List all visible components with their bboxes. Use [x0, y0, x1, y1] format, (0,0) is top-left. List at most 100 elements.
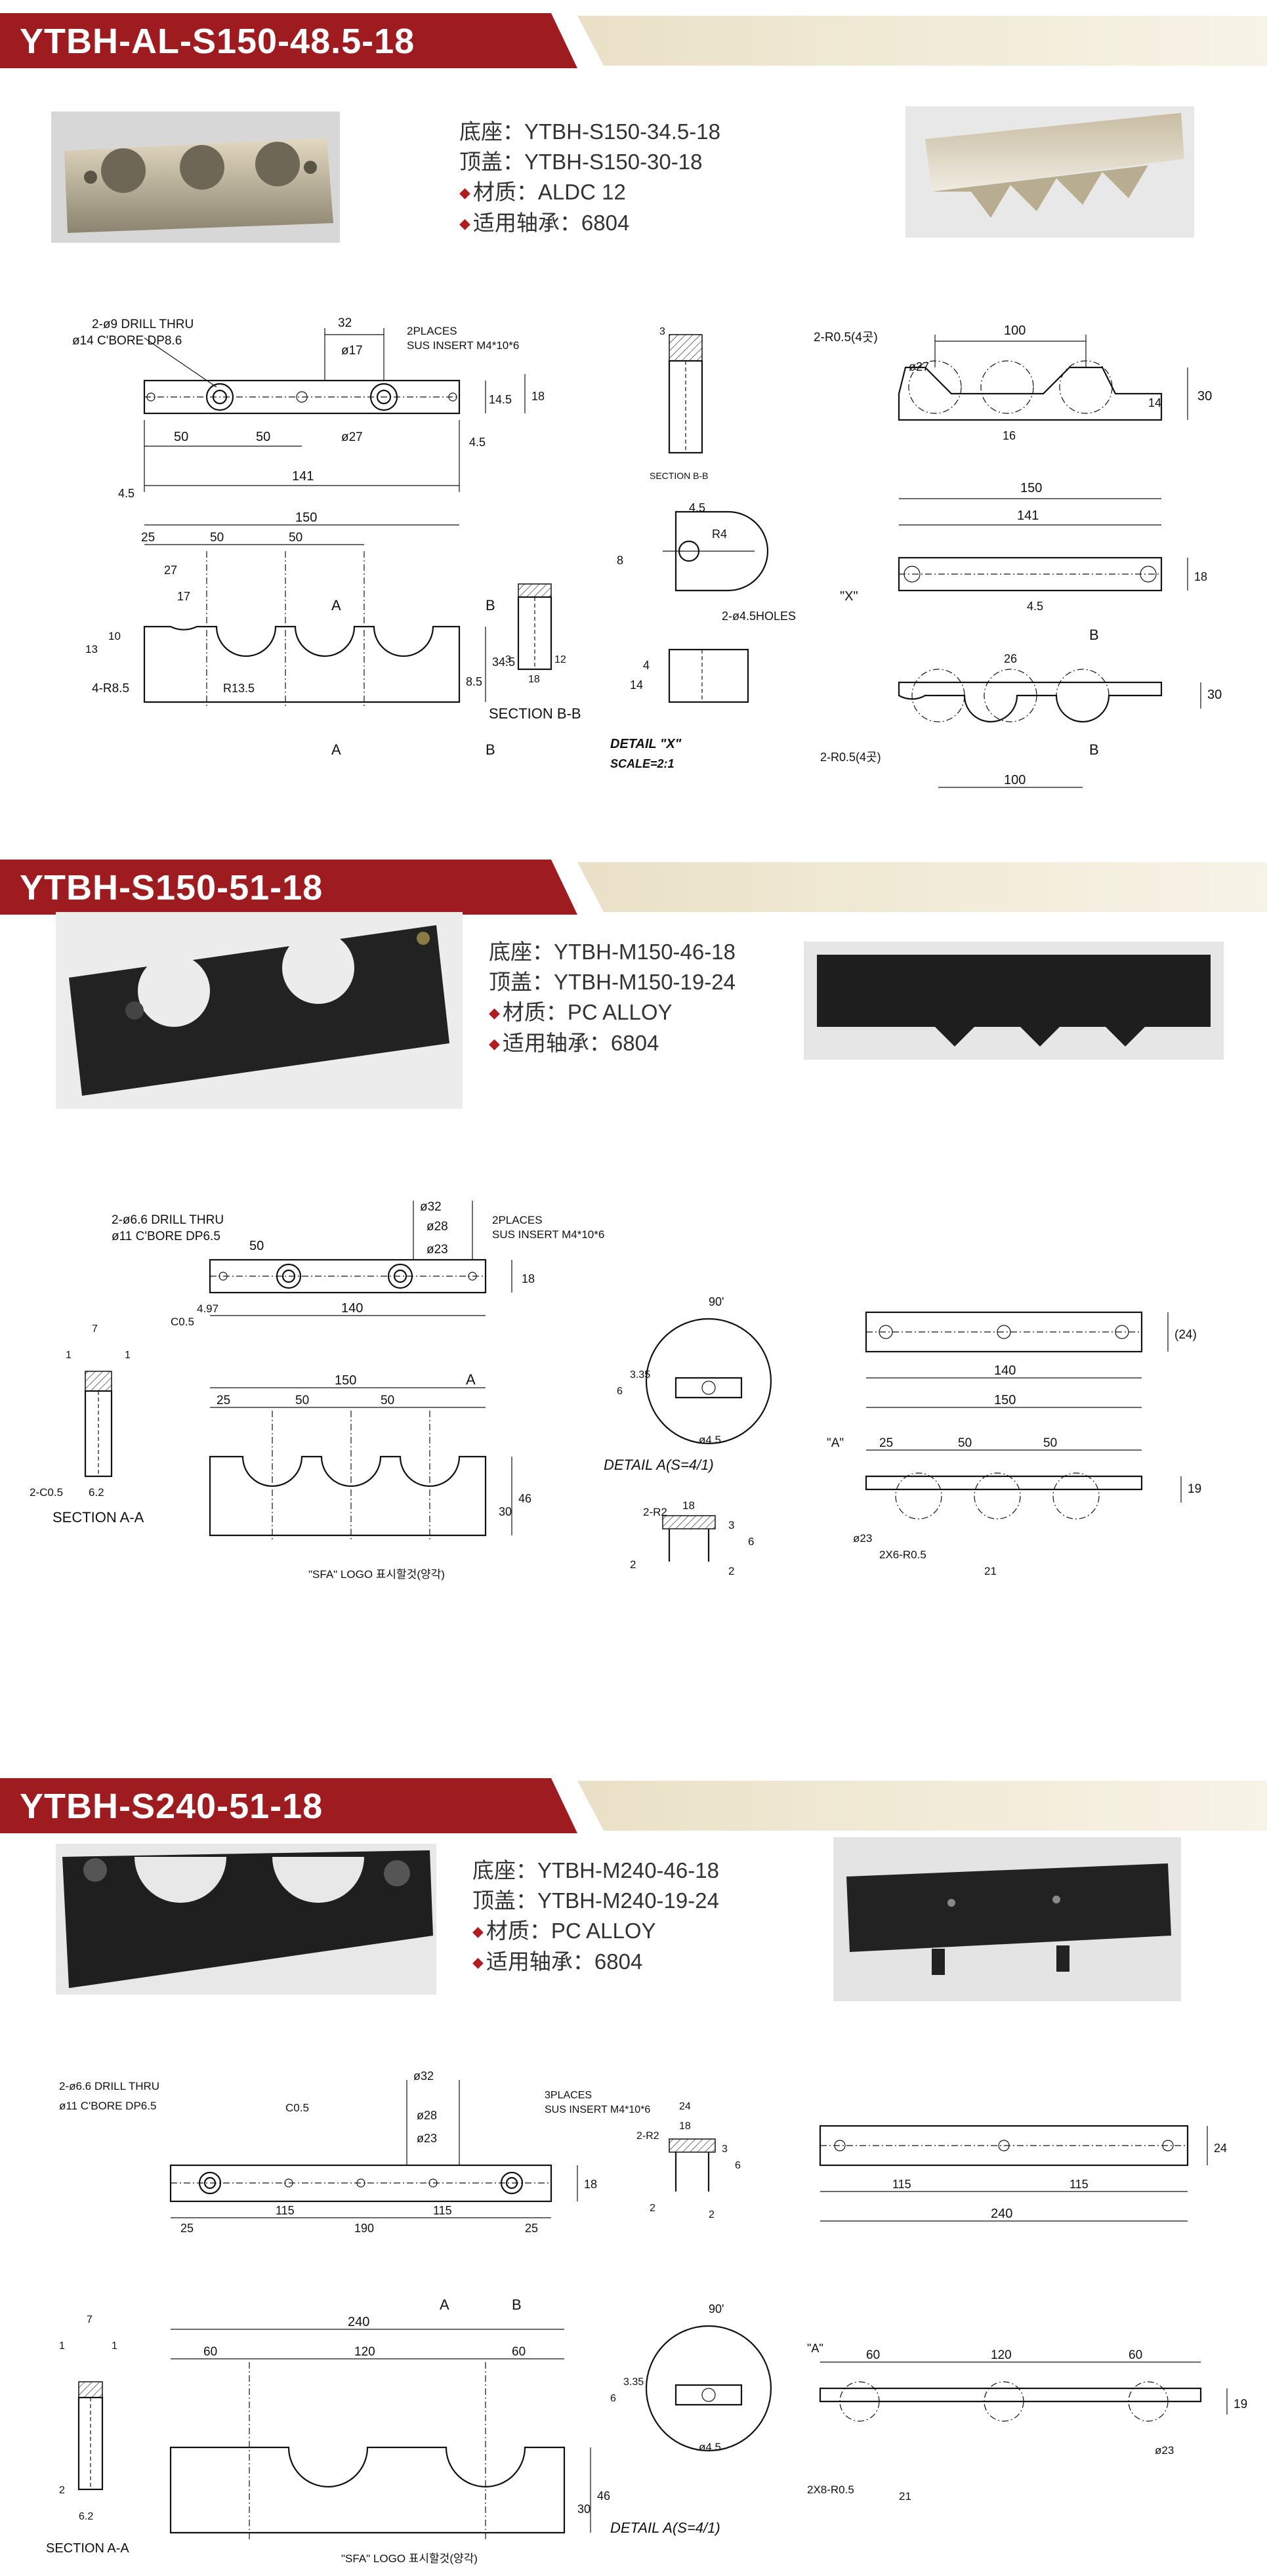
svg-text:7: 7: [92, 1323, 98, 1335]
svg-text:50: 50: [210, 531, 224, 545]
svg-text:4.5: 4.5: [1027, 600, 1043, 613]
svg-text:50: 50: [256, 430, 270, 444]
svg-text:50: 50: [174, 430, 188, 444]
drawing-front-section: 240 60 120 60 30 46 "SFA" LOGO 표시할것(양각) …: [169, 2296, 610, 2565]
product-title: YTBH-S150-51-18: [20, 868, 323, 907]
svg-text:115: 115: [276, 2204, 295, 2217]
svg-text:90': 90': [709, 2302, 724, 2316]
drawing-insert-detail: 24 18 2-R2 3 6 2 2: [636, 2101, 741, 2220]
svg-text:2: 2: [59, 2485, 65, 2496]
svg-text:ø27: ø27: [909, 360, 929, 373]
section-banner: YTBH-S240-51-18: [0, 1778, 1267, 1833]
svg-text:19: 19: [1188, 1482, 1201, 1496]
svg-text:2-R2: 2-R2: [636, 2130, 659, 2142]
spec-base: 底座：YTBH-S150-34.5-18: [459, 119, 720, 144]
svg-text:60: 60: [512, 2345, 526, 2359]
svg-text:2-ø6.6 DRILL THRU: 2-ø6.6 DRILL THRU: [112, 1213, 224, 1227]
svg-text:8.5: 8.5: [466, 675, 482, 688]
svg-text:7: 7: [87, 2314, 93, 2325]
svg-text:C0.5: C0.5: [285, 2102, 309, 2114]
spec-cover: 顶盖：YTBH-S150-30-18: [459, 150, 703, 174]
svg-text:6: 6: [748, 1535, 754, 1548]
svg-text:18: 18: [531, 390, 545, 403]
drawing-detail-x: 4.5 R4 2-ø4.5HOLES 8 4 14 DETAIL "X" SCA…: [610, 501, 796, 770]
product-title: YTBH-S240-51-18: [20, 1787, 323, 1826]
svg-text:46: 46: [518, 1492, 531, 1505]
svg-text:ø11 C'BORE DP6.5: ø11 C'BORE DP6.5: [59, 2100, 156, 2112]
svg-text:120: 120: [991, 2348, 1012, 2362]
svg-text:3: 3: [659, 326, 665, 337]
drawing-front-section: 150 25 50 50 27 17 4-R8.5 R13.5 13 10 34…: [85, 510, 515, 758]
svg-text:50: 50: [289, 531, 302, 545]
svg-text:SUS INSERT M4*10*6: SUS INSERT M4*10*6: [407, 339, 519, 352]
bullet-icon: ◆: [489, 1035, 500, 1052]
svg-text:3: 3: [728, 1519, 734, 1531]
svg-text:2-ø9 DRILL THRU: 2-ø9 DRILL THRU: [92, 318, 194, 331]
svg-text:3: 3: [722, 2144, 728, 2155]
svg-text:25: 25: [879, 1436, 893, 1450]
svg-text:2PLACES: 2PLACES: [407, 325, 457, 337]
svg-text:25: 25: [217, 1394, 230, 1407]
svg-text:24: 24: [1214, 2142, 1227, 2155]
svg-text:3PLACES: 3PLACES: [545, 2090, 592, 2101]
svg-text:34.5: 34.5: [492, 655, 515, 669]
svg-text:115: 115: [433, 2204, 452, 2217]
svg-text:"A": "A": [807, 2342, 823, 2355]
svg-text:4-R8.5: 4-R8.5: [92, 682, 129, 696]
svg-text:DETAIL "X": DETAIL "X": [610, 737, 682, 751]
spec-bearing: ◆适用轴承：6804: [489, 1031, 659, 1055]
product-section-1: YTBH-AL-S150-48.5-18 底座：YTBH-S150-34.5-1…: [0, 0, 1267, 846]
svg-text:32: 32: [338, 316, 352, 330]
svg-text:14: 14: [1148, 396, 1161, 409]
svg-text:4: 4: [643, 659, 650, 672]
svg-text:DETAIL A(S=4/1): DETAIL A(S=4/1): [610, 2520, 720, 2536]
spec-material: ◆材质：PC ALLOY: [472, 1919, 656, 1943]
spec-bearing: ◆适用轴承：6804: [472, 1949, 643, 1974]
svg-text:ø4.5: ø4.5: [699, 2441, 721, 2453]
spec-base: 底座：YTBH-M240-46-18: [472, 1858, 719, 1882]
svg-text:50: 50: [1043, 1436, 1057, 1450]
bullet-icon: ◆: [459, 215, 470, 232]
section-banner: YTBH-AL-S150-48.5-18: [0, 13, 1267, 68]
svg-text:SECTION B-B: SECTION B-B: [650, 470, 708, 481]
svg-text:2X6-R0.5: 2X6-R0.5: [879, 1548, 926, 1561]
svg-text:1: 1: [59, 2340, 65, 2352]
svg-text:150: 150: [1020, 481, 1042, 495]
svg-text:B: B: [1089, 627, 1099, 643]
svg-text:4.5: 4.5: [689, 501, 705, 514]
svg-text:1: 1: [112, 2340, 117, 2352]
svg-text:SUS INSERT M4*10*6: SUS INSERT M4*10*6: [545, 2104, 650, 2115]
svg-text:4.5: 4.5: [469, 436, 486, 449]
svg-text:ø28: ø28: [426, 1220, 448, 1234]
svg-text:25: 25: [141, 531, 155, 545]
svg-text:120: 120: [354, 2345, 375, 2359]
svg-text:50: 50: [958, 1436, 972, 1450]
svg-text:C0.5: C0.5: [171, 1316, 194, 1328]
svg-text:50: 50: [295, 1394, 309, 1407]
svg-text:3: 3: [505, 654, 511, 665]
svg-text:2-C0.5: 2-C0.5: [30, 1486, 63, 1499]
svg-text:8: 8: [617, 554, 623, 567]
svg-text:3.35: 3.35: [630, 1369, 650, 1381]
svg-text:A: A: [331, 741, 341, 758]
svg-text:DETAIL A(S=4/1): DETAIL A(S=4/1): [604, 1457, 714, 1473]
svg-text:"X": "X": [840, 589, 858, 604]
svg-text:60: 60: [203, 2345, 217, 2359]
drawing-cover-side: 2-R0.5(4곳) 100 16 14 30 ø27: [814, 323, 1212, 442]
drawing-detail-a: 90' 3.35 6 ø4.5 DETAIL A(S=4/1): [610, 2302, 772, 2536]
svg-text:"A": "A": [827, 1436, 844, 1450]
svg-text:2: 2: [650, 2203, 655, 2214]
svg-text:27: 27: [164, 564, 177, 577]
svg-text:6.2: 6.2: [89, 1486, 104, 1499]
svg-text:150: 150: [994, 1393, 1016, 1407]
svg-text:18: 18: [528, 674, 540, 685]
svg-text:4.5: 4.5: [118, 487, 135, 500]
svg-text:10: 10: [108, 630, 121, 642]
svg-text:140: 140: [341, 1301, 363, 1316]
svg-text:B: B: [1089, 741, 1099, 758]
drawing-front-section: 150 25 50 50 30 46 "SFA" LOGO 표시할것(양각) A: [209, 1371, 531, 1581]
svg-text:ø14 C'BORE DP8.6: ø14 C'BORE DP8.6: [72, 334, 182, 348]
svg-text:B: B: [486, 741, 495, 758]
svg-text:1: 1: [125, 1350, 131, 1361]
svg-text:ø23: ø23: [1155, 2444, 1174, 2457]
